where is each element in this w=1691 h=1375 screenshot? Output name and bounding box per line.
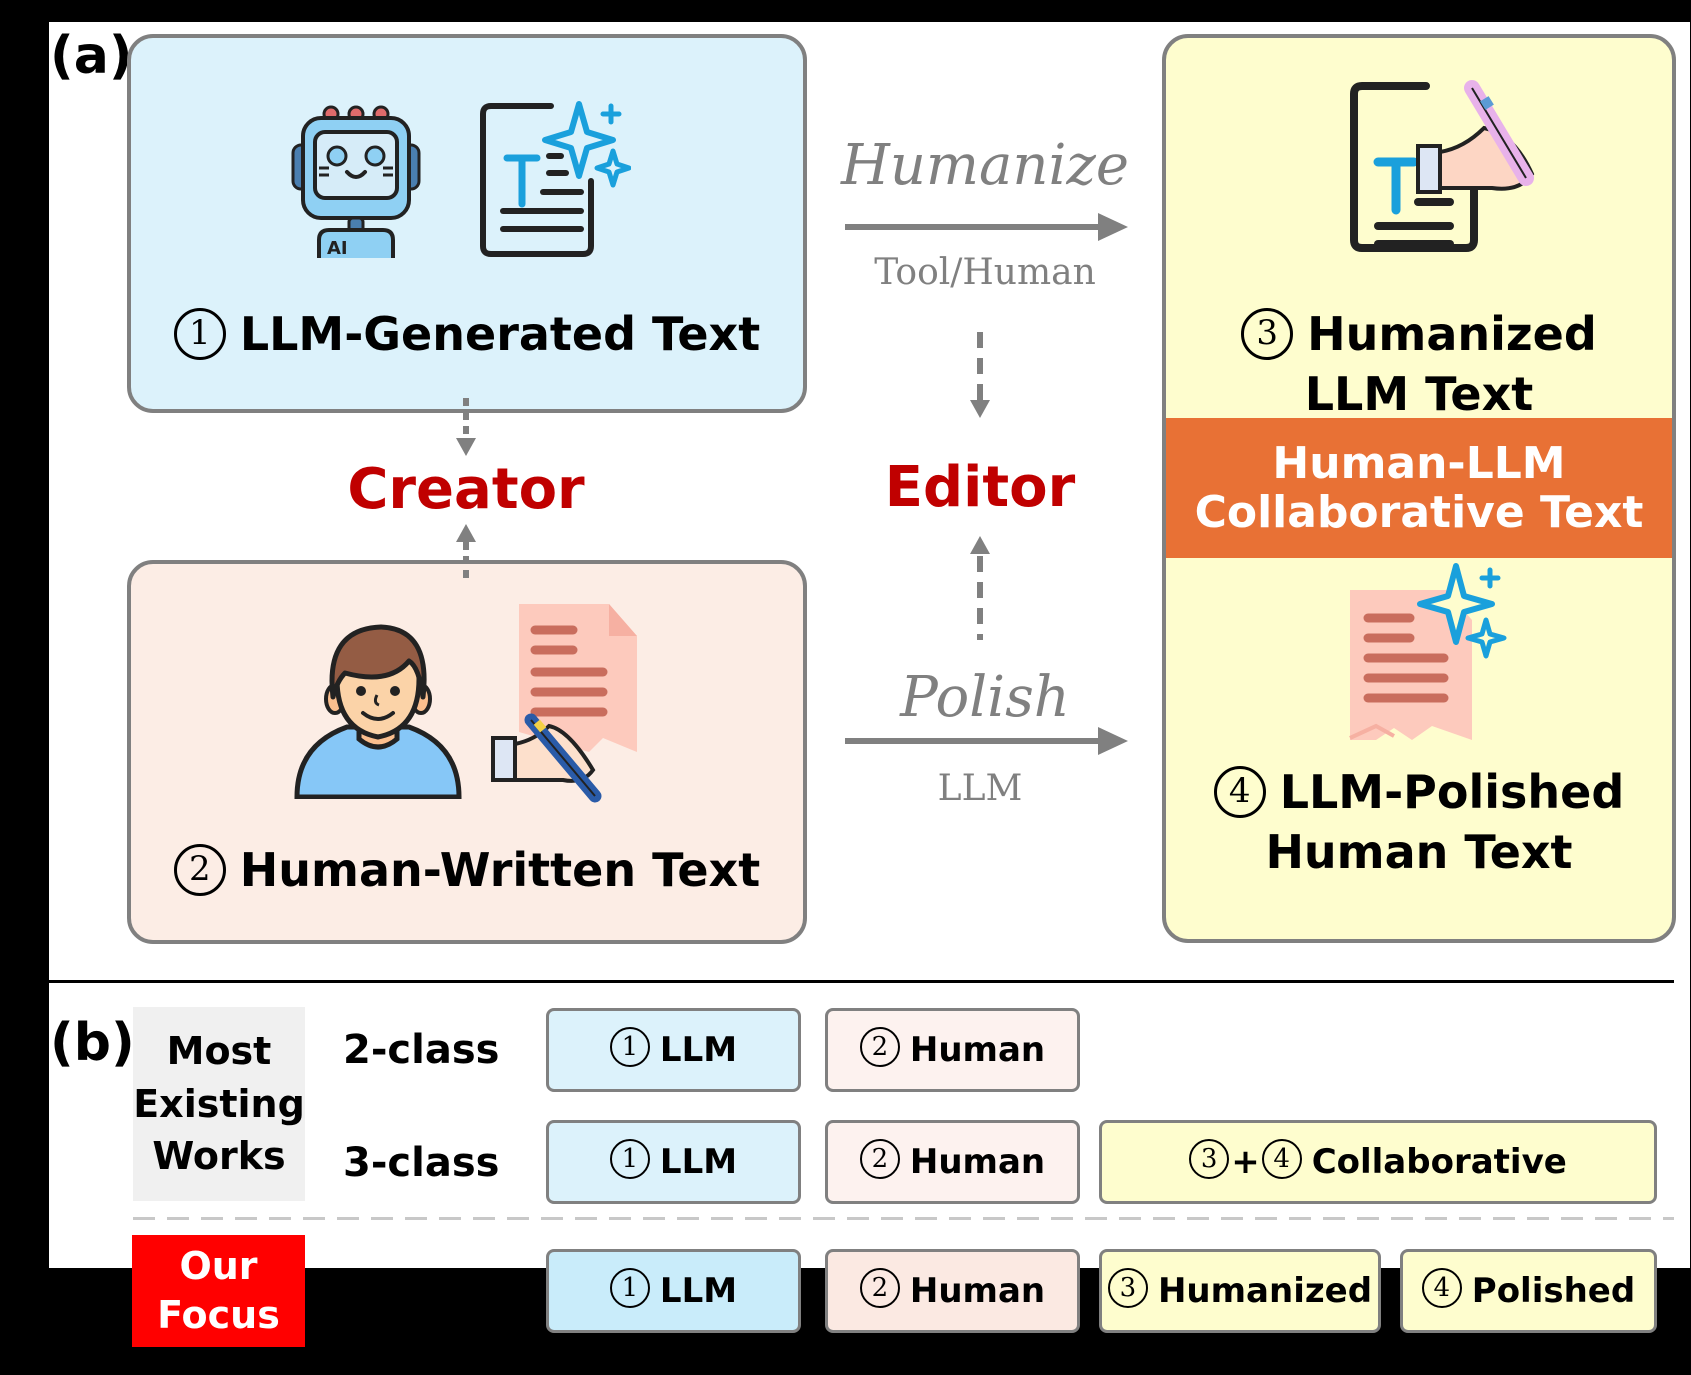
existing-works-label: Most Existing Works bbox=[133, 1007, 305, 1201]
panel-b-label: (b) bbox=[50, 1013, 135, 1073]
editor-dash-top bbox=[977, 332, 983, 400]
humanize-label: Humanize bbox=[840, 133, 1129, 198]
collaborative-band: Human-LLM Collaborative Text bbox=[1166, 418, 1672, 558]
creator-arrow-down-icon bbox=[456, 438, 476, 456]
humanize-arrowhead-icon bbox=[1098, 213, 1128, 241]
polish-sublabel: LLM bbox=[937, 768, 1023, 809]
creator-arrow-up-icon bbox=[456, 524, 476, 542]
handwriting-document-icon bbox=[491, 604, 637, 803]
robot-ai-icon: AI bbox=[291, 105, 421, 259]
sparkle-document-icon bbox=[480, 101, 631, 257]
row-3-class-label: 3-class bbox=[343, 1140, 500, 1186]
hand-writing-document-icon bbox=[1350, 80, 1535, 252]
editor-role-label: Editor bbox=[884, 455, 1076, 520]
editor-arrow-up-icon bbox=[970, 536, 990, 554]
number-badge: 4 bbox=[1213, 765, 1266, 818]
panel-a-label: (a) bbox=[50, 26, 133, 86]
polish-arrowhead-icon bbox=[1098, 727, 1128, 755]
polish-label: Polish bbox=[900, 665, 1070, 730]
creator-dash-top bbox=[463, 398, 469, 438]
creator-dash-bottom bbox=[463, 542, 469, 582]
dashed-separator bbox=[133, 1217, 1674, 1220]
humanize-arrow-line bbox=[845, 224, 1100, 230]
number-badge: 1 bbox=[173, 307, 226, 360]
editor-arrow-down-icon bbox=[970, 400, 990, 418]
creator-role-label: Creator bbox=[347, 457, 585, 522]
person-icon bbox=[294, 624, 462, 799]
humanize-sublabel: Tool/Human bbox=[874, 252, 1096, 293]
polish-arrow-line bbox=[845, 738, 1100, 744]
our-focus-label: Our Focus bbox=[132, 1235, 305, 1347]
editor-dash-bottom bbox=[977, 556, 983, 640]
section-divider bbox=[49, 980, 1674, 983]
sparkle-paper-icon bbox=[1349, 563, 1507, 740]
number-badge: 3 bbox=[1241, 307, 1294, 360]
row-2-class-label: 2-class bbox=[343, 1027, 500, 1073]
svg-text:AI: AI bbox=[327, 238, 348, 259]
number-badge: 2 bbox=[173, 843, 226, 896]
